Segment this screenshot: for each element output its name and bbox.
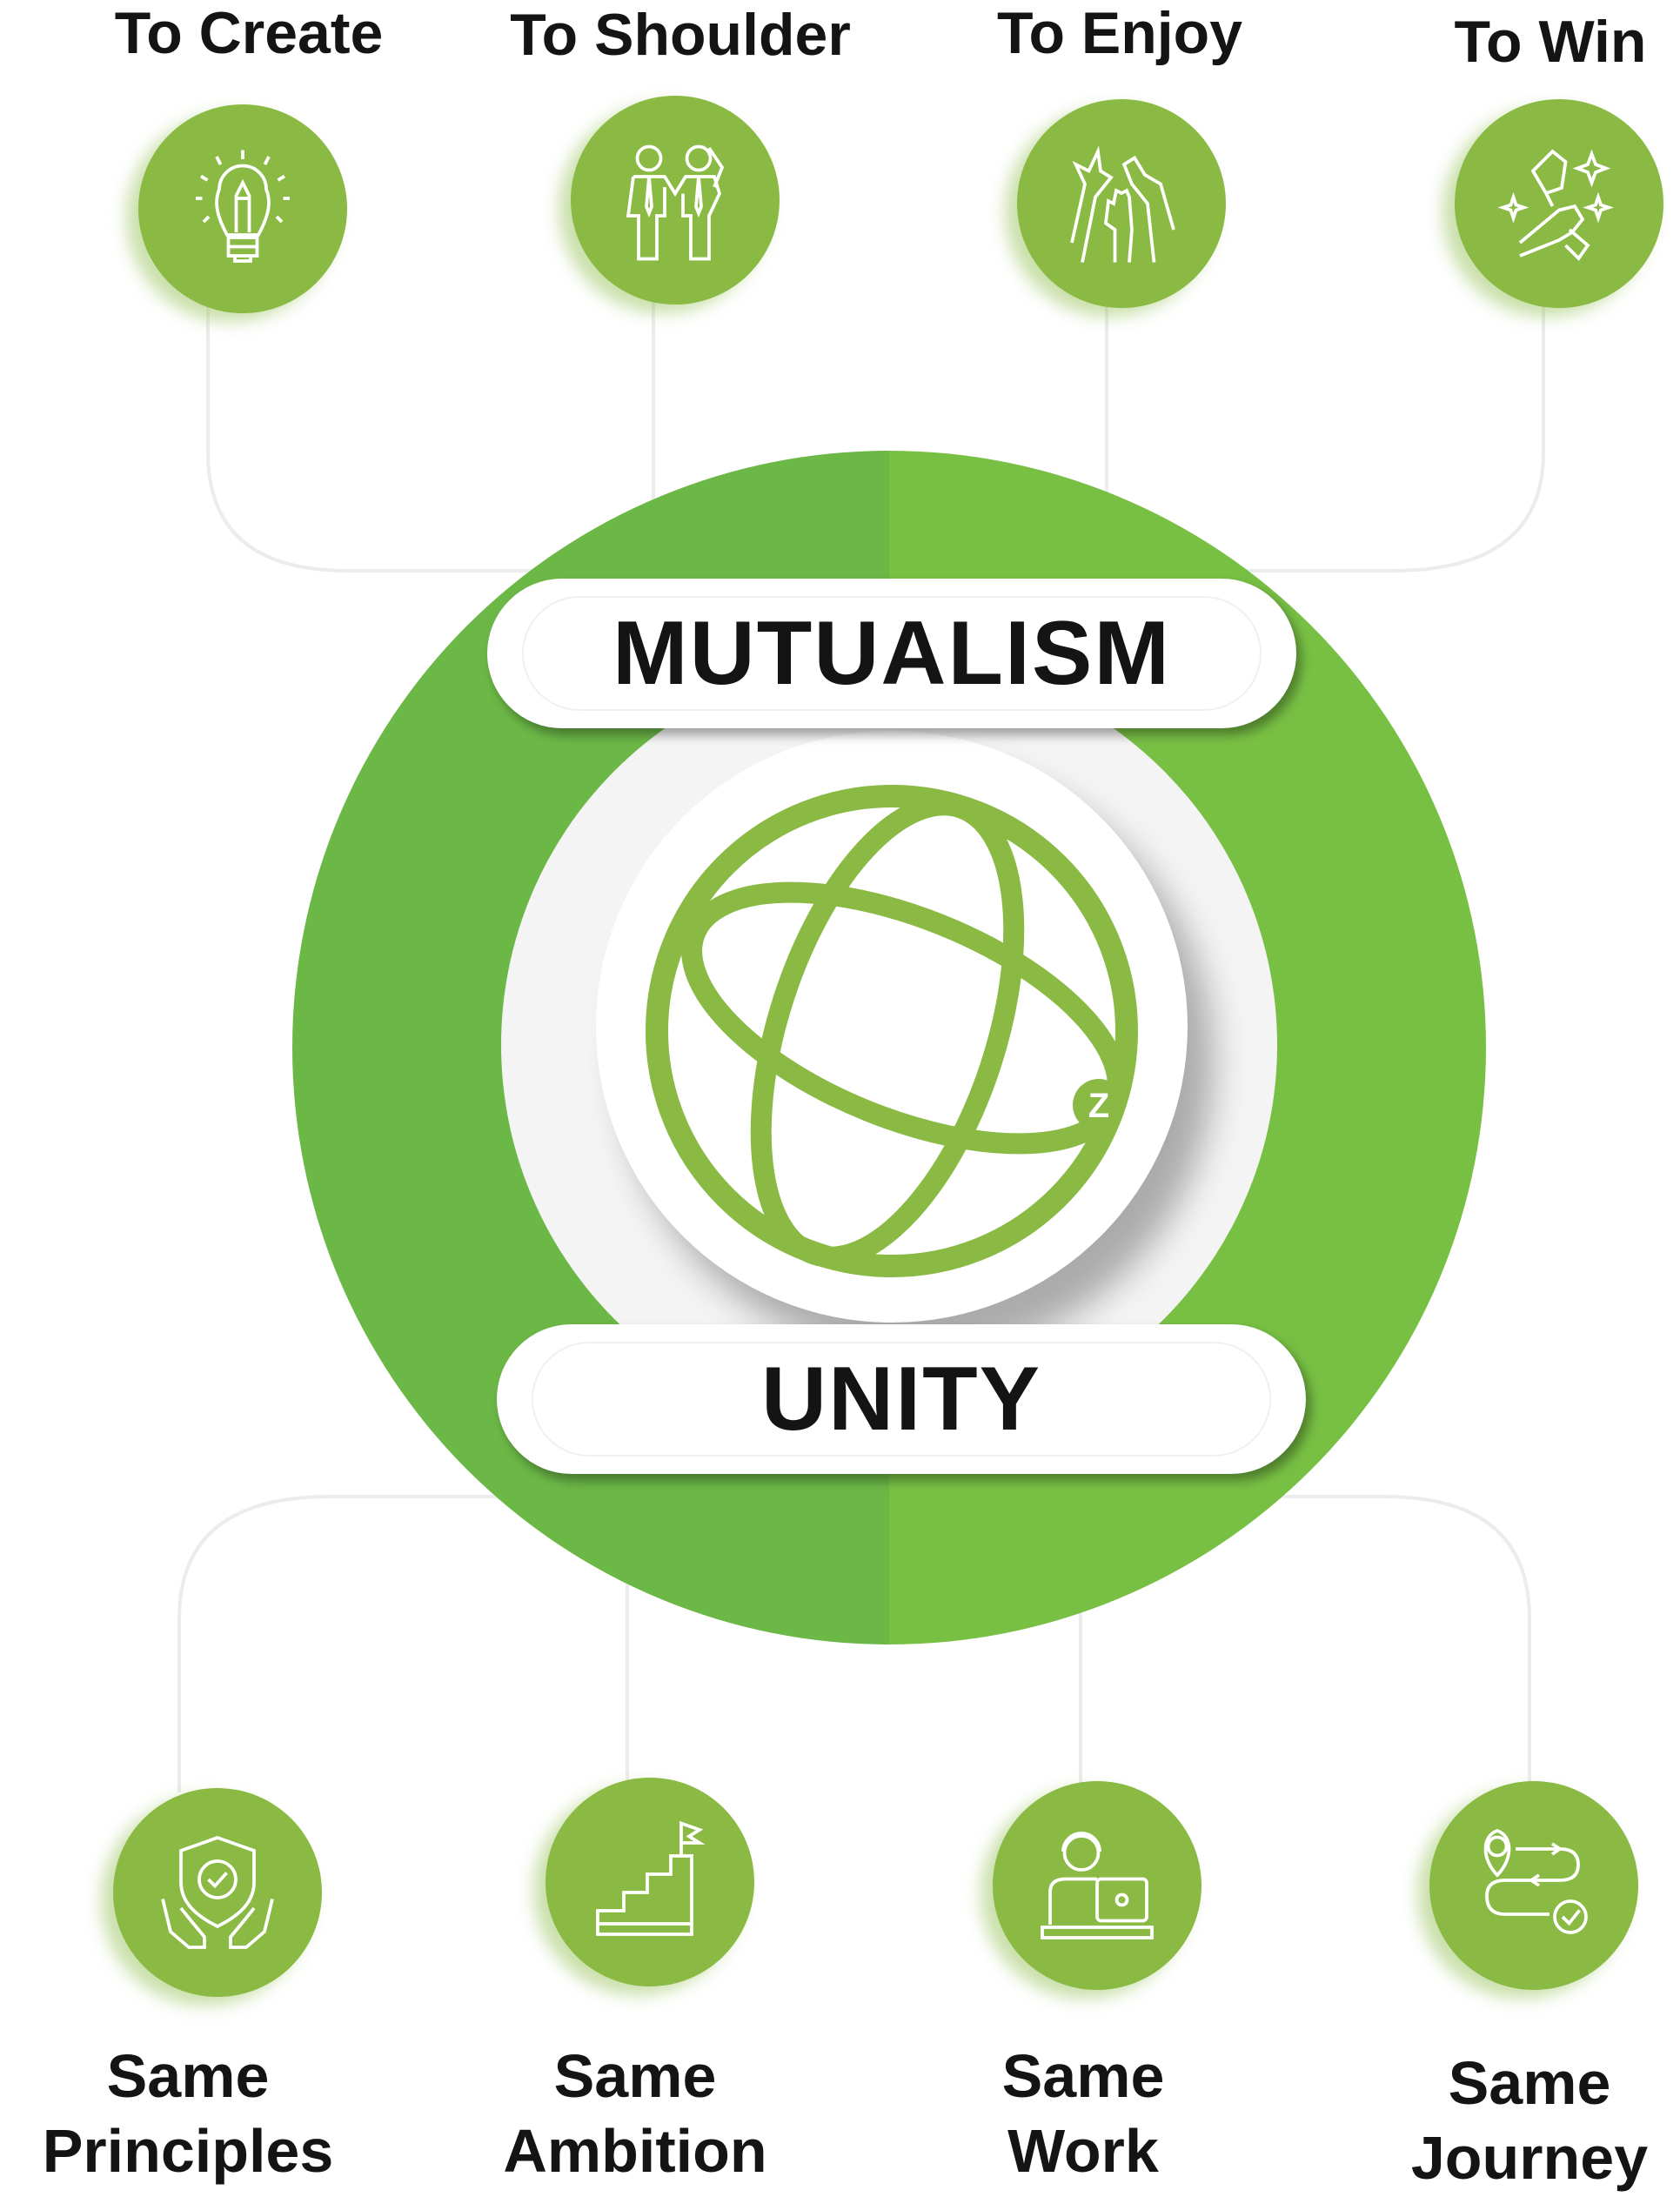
label-line2: Principles [42,2117,334,2185]
label-line2: Work [1007,2117,1159,2185]
two-businessmen-icon [626,144,725,261]
mutualism-label: MUTUALISM [612,602,1171,704]
node-same-ambition [545,1778,754,1986]
label-line1: Same [1448,2049,1611,2117]
label-same-ambition: Same Ambition [503,2039,766,2188]
node-same-work [993,1781,1201,1990]
stairs-flag-icon [596,1820,706,1936]
node-to-shoulder [571,96,780,305]
route-check-icon [1483,1829,1588,1934]
label-line2: Journey [1410,2124,1649,2192]
lightbulb-pencil-icon [196,150,290,263]
label-to-create: To Create [114,0,384,66]
label-same-work: Same Work [1002,2039,1165,2188]
label-line1: Same [553,2042,717,2110]
node-same-principles [113,1788,322,1997]
label-same-principles: Same Principles [43,2039,334,2188]
mutualism-banner: MUTUALISM [487,579,1296,728]
shield-check-hands-icon [161,1836,274,1949]
label-to-win: To Win [1454,9,1647,75]
node-same-journey [1429,1781,1638,1990]
unity-label: UNITY [761,1348,1041,1450]
globe-logo: Z [646,785,1138,1277]
person-laptop-icon [1041,1832,1154,1939]
label-line1: Same [1001,2042,1165,2110]
label-to-enjoy: To Enjoy [996,0,1243,66]
unity-banner: UNITY [497,1324,1306,1474]
label-line2: Ambition [503,2117,767,2185]
logo-letter: Z [1088,1087,1109,1125]
raised-hands-icon [1070,145,1175,263]
label-to-shoulder: To Shoulder [510,2,851,68]
label-same-journey: Same Journey [1411,2046,1648,2195]
label-line1: Same [106,2042,270,2110]
trophy-hand-icon [1497,149,1614,261]
node-to-win [1455,99,1663,308]
node-to-enjoy [1017,99,1226,308]
node-to-create [138,104,347,313]
